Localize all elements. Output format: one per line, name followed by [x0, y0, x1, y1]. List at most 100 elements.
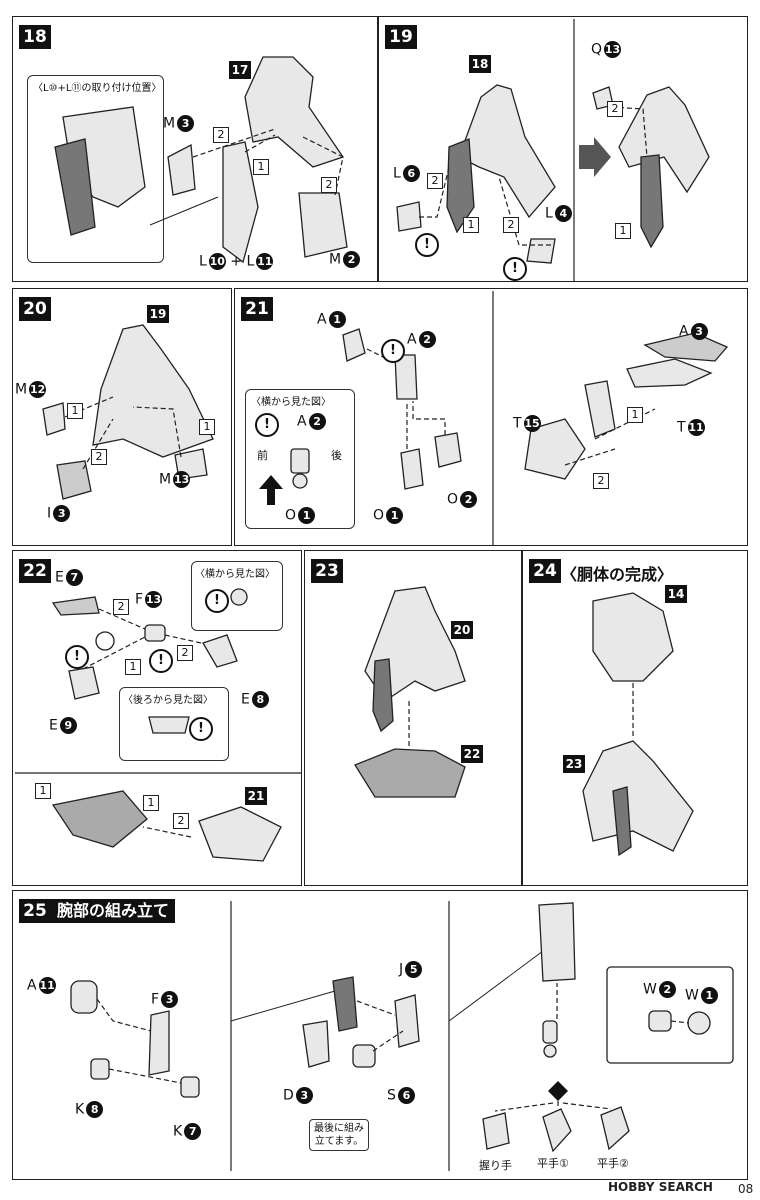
order-2: 2 — [593, 473, 609, 489]
step-number: 23 — [311, 559, 343, 583]
part-label-17: 17 — [229, 61, 251, 79]
step-18-illustration — [54, 56, 348, 264]
order-2: 2 — [173, 813, 189, 829]
order-1: 1 — [143, 795, 159, 811]
step-number: 21 — [241, 297, 273, 321]
caution-icon: ! — [65, 645, 89, 669]
order-2: 2 — [321, 177, 337, 193]
callout-title-back: 〈後ろから見た図〉 — [123, 695, 213, 706]
hand-label-open-1: 平手① — [537, 1157, 569, 1170]
order-2: 2 — [607, 101, 623, 117]
step-number: 20 — [19, 297, 51, 321]
watermark: HOBBY SEARCH — [608, 1180, 713, 1194]
part-label-22: 22 — [461, 745, 483, 763]
assembly-note: 最後に組み 立てます。 — [309, 1119, 369, 1151]
step-22-illustration — [15, 588, 301, 862]
order-2: 2 — [213, 127, 229, 143]
callout-title: 〈横から見た図〉 — [251, 397, 331, 408]
step-20-illustration — [42, 324, 214, 500]
step-24-panel: 24 〈胴体の完成〉 14 23 — [522, 550, 748, 886]
callout-title-side: 〈横から見た図〉 — [195, 569, 275, 580]
step-21-illustration — [259, 291, 729, 545]
caution-icon: ! — [255, 413, 279, 437]
order-2: 2 — [177, 645, 193, 661]
caution-icon: ! — [149, 649, 173, 673]
step-title: 腕部の組み立て — [51, 899, 176, 923]
step-19-illustration — [396, 19, 710, 281]
caution-icon: ! — [205, 589, 229, 613]
caution-icon: ! — [189, 717, 213, 741]
hand-label-open-2: 平手② — [597, 1157, 629, 1170]
label-back: 後 — [331, 449, 342, 462]
callout-title: 〈L⑩+L⑪の取り付け位置〉 — [33, 83, 162, 94]
order-2: 2 — [113, 599, 129, 615]
part-label-18: 18 — [469, 55, 491, 73]
label-front: 前 — [257, 449, 268, 462]
caution-icon: ! — [381, 339, 405, 363]
part-label-21: 21 — [245, 787, 267, 805]
part-label-14: 14 — [665, 585, 687, 603]
page-number: 08 — [738, 1182, 754, 1196]
order-2: 2 — [427, 173, 443, 189]
hand-label-fist: 握り手 — [479, 1159, 512, 1172]
step-24-illustration — [582, 592, 694, 857]
caution-icon: ! — [503, 257, 527, 281]
part-label-20: 20 — [451, 621, 473, 639]
step-number: 18 — [19, 25, 51, 49]
step-number: 22 — [19, 559, 51, 583]
order-2: 2 — [503, 217, 519, 233]
order-2: 2 — [91, 449, 107, 465]
order-1: 1 — [615, 223, 631, 239]
step-23-illustration — [354, 586, 466, 798]
step-number: 24 — [529, 559, 561, 583]
step-number: 19 — [385, 25, 417, 49]
order-1: 1 — [253, 159, 269, 175]
step-23-panel: 23 20 22 — [304, 550, 522, 886]
order-1: 1 — [463, 217, 479, 233]
step-number: 25 — [19, 899, 51, 923]
part-label-23: 23 — [563, 755, 585, 773]
step-title: 〈胴体の完成〉 — [561, 565, 674, 584]
caution-icon: ! — [415, 233, 439, 257]
order-1: 1 — [627, 407, 643, 423]
order-1: 1 — [199, 419, 215, 435]
order-1: 1 — [125, 659, 141, 675]
order-1: 1 — [35, 783, 51, 799]
step-25-illustration — [70, 901, 734, 1171]
order-1: 1 — [67, 403, 83, 419]
step-25-panel: 25 腕部の組み立て — [12, 890, 748, 1180]
